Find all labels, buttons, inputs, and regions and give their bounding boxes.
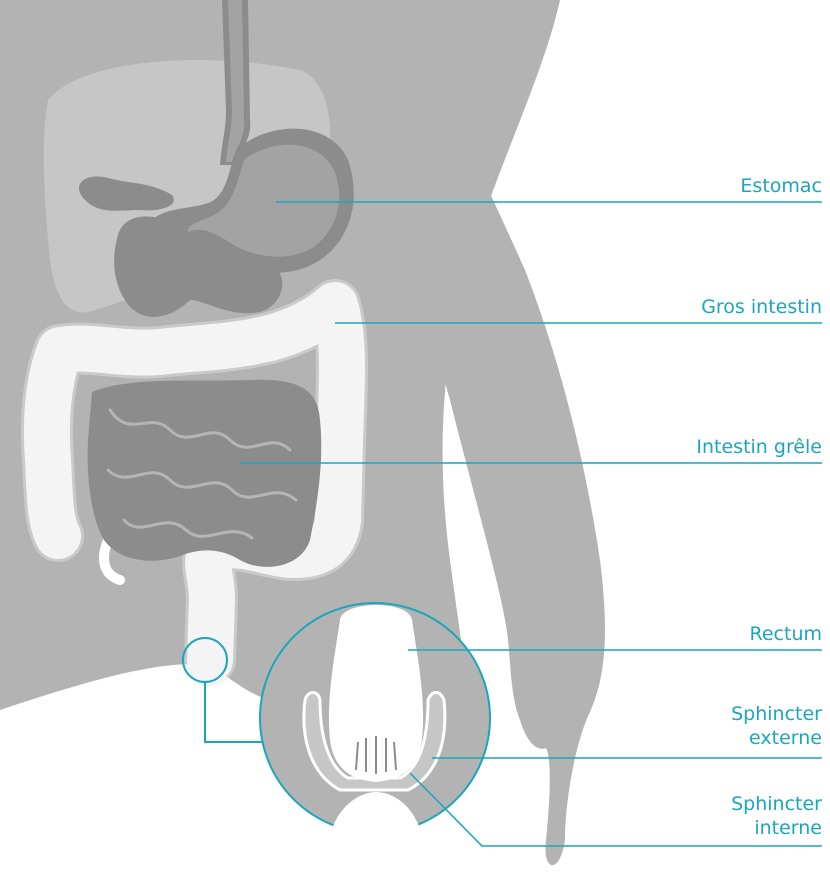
label-rectum: Rectum	[750, 622, 822, 646]
label-intestin-grele: Intestin grêle	[696, 435, 822, 459]
small-intestine	[88, 380, 322, 567]
label-estomac: Estomac	[740, 174, 822, 198]
label-gros-intestin: Gros intestin	[701, 295, 822, 319]
label-sphincter-externe-line1: Sphincter	[662, 702, 822, 726]
label-sphincter-externe-line2: externe	[662, 726, 822, 750]
label-sphincter-interne: Sphincter interne	[662, 792, 822, 840]
label-sphincter-externe: Sphincter externe	[662, 702, 822, 750]
label-sphincter-interne-line2: interne	[662, 816, 822, 840]
label-sphincter-interne-line1: Sphincter	[662, 792, 822, 816]
